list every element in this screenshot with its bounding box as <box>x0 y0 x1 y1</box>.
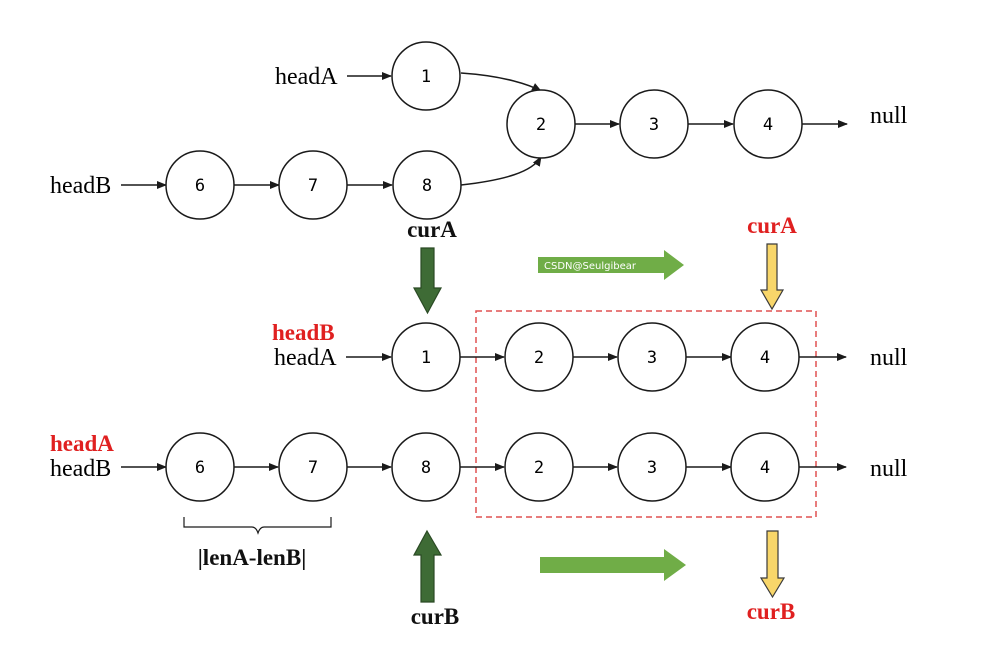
curB-right-label: curB <box>747 599 796 624</box>
node-value: 6 <box>195 176 205 196</box>
top-node-1: 1 <box>391 41 461 111</box>
bottom-row-a: headB headA null 1 2 3 4 <box>272 320 908 392</box>
arrow-down-icon <box>759 530 786 599</box>
node-value: 6 <box>195 458 205 478</box>
row-b-node-7: 7 <box>278 432 348 502</box>
node-value: 2 <box>536 115 546 135</box>
top-node-6: 6 <box>165 150 235 220</box>
node-value: 7 <box>308 176 318 196</box>
curA-right-label: curA <box>747 213 797 238</box>
top-null-label: null <box>870 103 908 129</box>
row-b-node-2: 2 <box>504 432 574 502</box>
row-a-node-3: 3 <box>617 322 687 392</box>
arrow-down-icon <box>412 247 443 315</box>
top-node-4: 4 <box>733 89 803 159</box>
intersection-dashed-box <box>475 310 817 518</box>
arrow-8-to-2 <box>460 156 542 186</box>
node-value: 2 <box>534 348 544 368</box>
row-a-node-2: 2 <box>504 322 574 392</box>
top-diagram: headA headB null 1 2 3 4 <box>50 41 908 220</box>
row-a-null-label: null <box>870 345 908 371</box>
top-node-7: 7 <box>278 150 348 220</box>
top-node-8: 8 <box>392 150 462 220</box>
node-value: 8 <box>422 176 432 196</box>
length-difference-label: |lenA-lenB| <box>198 545 307 570</box>
curA-left-label: curA <box>407 217 457 242</box>
top-headB-label: headB <box>50 173 111 199</box>
node-value: 4 <box>760 348 770 368</box>
row-b-red-label: headA <box>50 431 114 456</box>
arrow-up-icon <box>412 529 443 603</box>
row-b-node-4: 4 <box>730 432 800 502</box>
watermark: CSDN@Seulgibear <box>544 261 637 272</box>
node-value: 3 <box>647 458 657 478</box>
row-a-node-1: 1 <box>391 322 461 392</box>
node-value: 1 <box>421 67 431 87</box>
top-headA-label: headA <box>275 64 338 90</box>
arrow-right-icon <box>540 549 686 581</box>
node-value: 8 <box>421 458 431 478</box>
row-a-red-label: headB <box>272 320 335 345</box>
bottom-row-b: headA headB null 6 7 8 2 3 <box>50 431 908 502</box>
node-value: 2 <box>534 458 544 478</box>
node-value: 3 <box>647 348 657 368</box>
node-value: 4 <box>763 115 773 135</box>
row-b-node-3: 3 <box>617 432 687 502</box>
top-node-3: 3 <box>619 89 689 159</box>
node-value: 1 <box>421 348 431 368</box>
length-difference-brace <box>183 517 332 535</box>
node-value: 7 <box>308 458 318 478</box>
curB-left-label: curB <box>411 604 460 629</box>
node-value: 4 <box>760 458 770 478</box>
node-value: 3 <box>649 115 659 135</box>
row-b-node-8: 8 <box>391 432 461 502</box>
row-b-null-label: null <box>870 456 908 482</box>
arrow-1-to-2 <box>460 72 542 92</box>
row-b-node-6: 6 <box>165 432 235 502</box>
arrow-right-icon <box>538 250 684 280</box>
top-node-2: 2 <box>506 89 576 159</box>
row-a-node-4: 4 <box>730 322 800 392</box>
row-b-label: headB <box>50 456 111 482</box>
row-a-label: headA <box>274 345 337 371</box>
arrow-down-icon <box>759 243 785 311</box>
